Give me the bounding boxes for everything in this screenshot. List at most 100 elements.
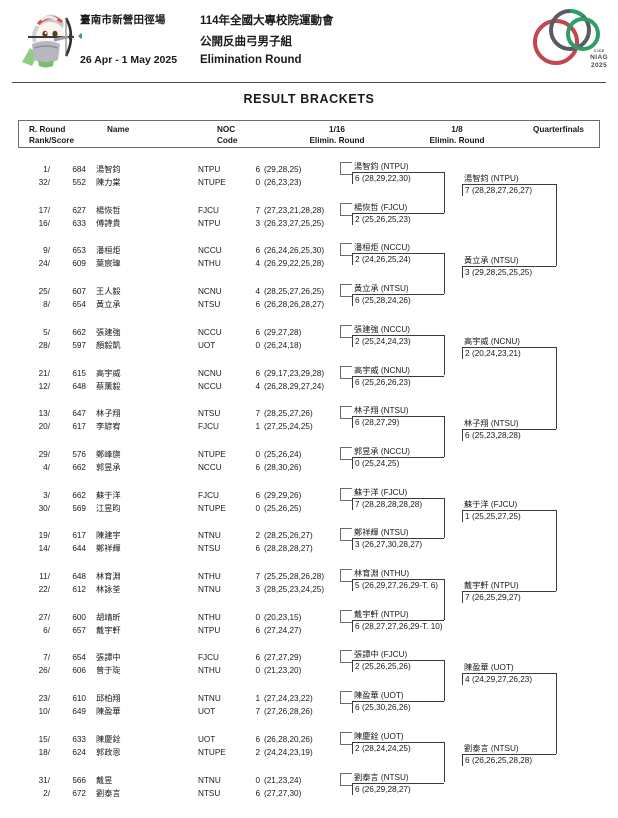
athlete-rank: 13/ bbox=[38, 409, 50, 419]
match-winner-name: 高宇威 bbox=[464, 337, 489, 347]
match-end-scores: (25,28,24,26) bbox=[362, 296, 411, 306]
athlete-qual-score: 657 bbox=[72, 625, 86, 635]
match-noc: (FJCU) bbox=[380, 202, 408, 212]
athlete-end-scores: (26,29,22,25,28) bbox=[264, 259, 325, 269]
bracket-line-vertical bbox=[462, 591, 463, 604]
match-end-scores: (28,24,24,25) bbox=[362, 743, 411, 753]
document-header: 臺南市新營田徑場 26 Apr - 1 May 2025 114年全國大專校院運… bbox=[0, 0, 618, 83]
match-winner-name: 林育淵 bbox=[354, 569, 379, 578]
athlete-end-scores: (26,24,26,25,30) bbox=[264, 246, 325, 256]
match-end-scores: (25,23,28,28) bbox=[472, 430, 521, 440]
match-set-points: 2 bbox=[355, 336, 360, 346]
bracket-line-vertical bbox=[462, 347, 463, 360]
athlete-set-points: 6 bbox=[255, 368, 260, 378]
athlete-noc: NCNU bbox=[198, 368, 222, 378]
athlete-end-scores: (27,27,30) bbox=[264, 788, 302, 798]
bracket-connector-vertical bbox=[340, 609, 341, 622]
bracket-connector-horizontal bbox=[340, 703, 352, 705]
athlete-set-points: 7 bbox=[255, 409, 260, 419]
athlete-qual-score: 624 bbox=[72, 747, 86, 757]
match-noc: (NCCU) bbox=[380, 243, 410, 253]
athlete-end-scores: (27,27,29) bbox=[264, 653, 302, 663]
match-end-scores: (25,30,26,26) bbox=[362, 703, 411, 713]
athlete-end-scores: (29,17,23,29,28) bbox=[264, 368, 325, 378]
athlete-name: 林詠荃 bbox=[96, 585, 121, 594]
athlete-rank: 20/ bbox=[38, 422, 50, 432]
athlete-rank: 18/ bbox=[38, 747, 50, 757]
bracket-connector-horizontal bbox=[340, 528, 352, 530]
athlete-qual-score: 566 bbox=[72, 775, 86, 785]
athlete-rank: 23/ bbox=[38, 694, 50, 704]
bracket-connector-horizontal bbox=[340, 458, 352, 460]
column-header-round8: 1/8 Elimin. Round bbox=[397, 124, 517, 146]
athlete-noc: NTUPE bbox=[198, 178, 226, 187]
athlete-rank: 8/ bbox=[43, 300, 50, 310]
athlete-noc: NTSU bbox=[198, 544, 221, 554]
bracket-connector-horizontal bbox=[340, 284, 352, 286]
match-set-points: 6 bbox=[355, 418, 360, 428]
athlete-end-scores: (26,23,27,25,25) bbox=[264, 218, 325, 228]
match-end-scores: (25,26,26,23) bbox=[362, 377, 411, 387]
athlete-set-points: 6 bbox=[255, 734, 260, 744]
athlete-rank: 29/ bbox=[38, 449, 50, 459]
athlete-set-points: 6 bbox=[255, 165, 260, 174]
match-set-points: 6 bbox=[355, 377, 360, 387]
match-noc: (UOT) bbox=[380, 731, 404, 741]
athlete-rank: 12/ bbox=[38, 381, 50, 391]
athlete-noc: NTNU bbox=[198, 694, 221, 704]
athlete-end-scores: (29,28,25) bbox=[264, 165, 302, 174]
bracket-line-vertical bbox=[556, 672, 557, 755]
event-dates: 26 Apr - 1 May 2025 bbox=[80, 54, 178, 66]
bracket-connector-horizontal bbox=[340, 569, 352, 570]
athlete-noc: NTNU bbox=[198, 531, 221, 541]
bracket-connector-vertical bbox=[340, 365, 341, 378]
bracket-line-horizontal bbox=[352, 619, 444, 621]
athlete-name: 楊恢哲 bbox=[96, 205, 121, 215]
athlete-end-scores: (26,24,18) bbox=[264, 340, 302, 350]
bracket-line-vertical bbox=[462, 428, 463, 441]
athlete-noc: NTNU bbox=[198, 775, 221, 785]
athlete-end-scores: (28,25,27,26,25) bbox=[264, 287, 325, 297]
bracket-connector-horizontal bbox=[340, 365, 352, 367]
bracket-line-vertical bbox=[352, 172, 353, 184]
match-noc: (NTSU) bbox=[490, 744, 519, 754]
athlete-qual-score: 617 bbox=[72, 422, 86, 432]
athlete-rank: 17/ bbox=[38, 205, 50, 215]
athlete-end-scores: (25,26,24) bbox=[264, 449, 302, 459]
match-set-points: 6 bbox=[355, 784, 360, 794]
bracket-line-horizontal bbox=[352, 416, 444, 418]
bracket-line-horizontal bbox=[462, 184, 556, 186]
bracket-line-horizontal bbox=[352, 782, 444, 784]
bracket-connector-horizontal bbox=[340, 255, 352, 257]
match-noc: (NTPU) bbox=[490, 581, 519, 591]
bracket-connector-horizontal bbox=[340, 581, 352, 582]
bracket-line-vertical bbox=[444, 497, 445, 539]
match-winner-name: 劉泰言 bbox=[464, 744, 489, 754]
bracket-line-vertical bbox=[462, 509, 463, 522]
athlete-qual-score: 576 bbox=[72, 449, 86, 459]
column-header-name: Name bbox=[107, 125, 130, 134]
match-noc: (NTSU) bbox=[380, 406, 409, 416]
athlete-rank: 7/ bbox=[43, 653, 50, 663]
bracket-connector-horizontal bbox=[340, 202, 352, 204]
bracket-line-vertical bbox=[352, 416, 353, 429]
bracket-connector-horizontal bbox=[340, 540, 352, 542]
athlete-end-scores: (21,23,20) bbox=[264, 666, 302, 676]
athlete-noc: NTSU bbox=[198, 788, 221, 798]
bracket-connector-horizontal bbox=[340, 243, 352, 245]
column-header-round8-line2: Elimin. Round bbox=[429, 136, 485, 146]
match-set-points: 2 bbox=[355, 743, 360, 753]
athlete-end-scores: (28,25,26,27) bbox=[264, 531, 313, 541]
athlete-noc: NCCU bbox=[198, 381, 222, 391]
bracket-connector-horizontal bbox=[340, 214, 352, 216]
page-title: RESULT BRACKETS bbox=[243, 92, 375, 106]
athlete-noc: FJCU bbox=[198, 490, 219, 500]
match-end-scores: (26,29,27,26,29-T. 6) bbox=[362, 581, 439, 590]
athlete-set-points: 0 bbox=[255, 612, 260, 622]
bracket-connector-horizontal bbox=[340, 743, 352, 745]
athlete-noc: UOT bbox=[198, 340, 216, 350]
athlete-name: 鄭祥輝 bbox=[96, 544, 121, 554]
athlete-set-points: 0 bbox=[255, 666, 260, 676]
match-end-scores: (28,27,29) bbox=[362, 418, 400, 428]
column-header-noc: NOC Code bbox=[217, 124, 237, 146]
